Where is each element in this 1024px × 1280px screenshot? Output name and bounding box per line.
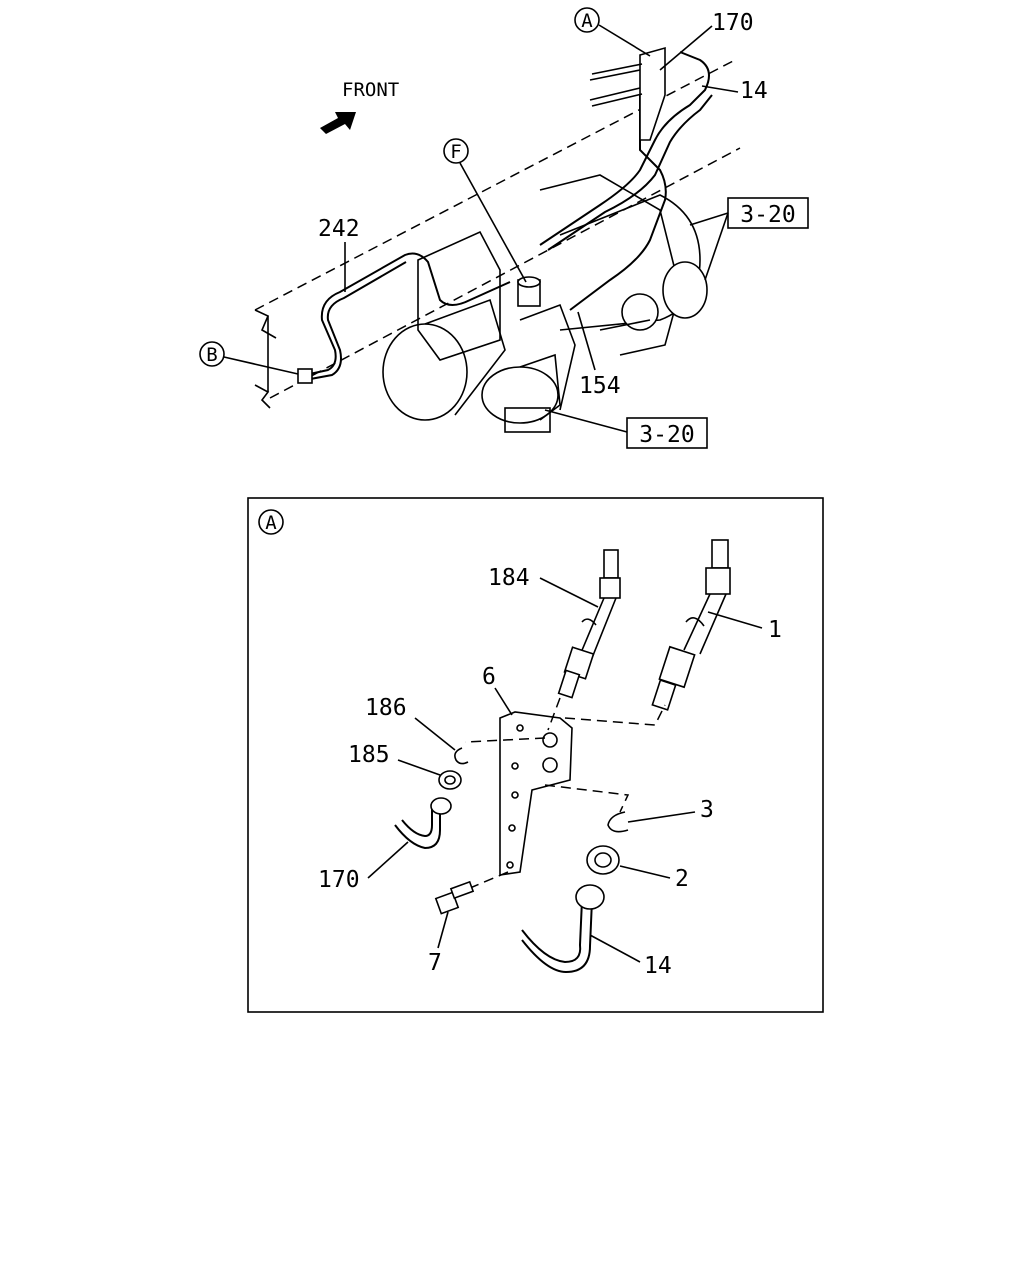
callout-184: 184 <box>488 565 530 591</box>
pipe-170-detail <box>394 810 441 850</box>
valve-cap <box>517 276 541 288</box>
callout-circle-f <box>443 138 469 164</box>
top-bracket-a <box>639 46 666 141</box>
callout-14-detail: 14 <box>644 953 672 979</box>
callout-f: F <box>450 141 461 163</box>
callout-6: 6 <box>482 664 496 690</box>
nut-2 <box>586 845 620 875</box>
callout-186: 186 <box>365 695 407 721</box>
mounting-brackets <box>417 174 681 411</box>
callout-154: 154 <box>579 373 621 399</box>
front-label: FRONT <box>342 79 399 101</box>
callout-170-detail: 170 <box>318 867 360 893</box>
detail-a-panel: A <box>247 497 824 1013</box>
pipe-170-top <box>569 95 667 311</box>
callout-3: 3 <box>700 797 714 823</box>
detail-a-title-circle <box>258 509 284 535</box>
callout-circle-a-top <box>574 7 600 33</box>
pipe-242 <box>304 252 511 376</box>
callout-circle-b <box>199 341 225 367</box>
pipe-14-top <box>539 51 710 246</box>
callout-b: B <box>206 344 217 366</box>
hose-1 <box>651 539 731 711</box>
ref-box-3-20-lower <box>626 417 708 449</box>
callout-185: 185 <box>348 742 390 768</box>
callout-a-top: A <box>581 10 593 32</box>
callout-170-top: 170 <box>712 10 754 36</box>
nut-185 <box>438 770 462 790</box>
clip-186 <box>454 747 469 765</box>
bracket-6 <box>499 711 573 876</box>
front-arrow <box>320 112 356 134</box>
top-assembly-drawing: FRONT A 170 14 F 242 B 154 3-20 3-20 <box>199 7 809 449</box>
clip-3 <box>607 811 629 833</box>
detail-a-frame <box>247 497 824 1013</box>
pipe-14-detail <box>521 899 583 964</box>
ref-3-20-lower: 3-20 <box>639 422 694 448</box>
bolt-7 <box>434 880 475 915</box>
callout-2: 2 <box>675 866 689 892</box>
callout-14-top: 14 <box>740 78 768 104</box>
hose-184 <box>557 549 621 699</box>
air-tank-right <box>559 194 708 331</box>
callout-242: 242 <box>318 216 360 242</box>
ref-3-20-upper: 3-20 <box>740 202 795 228</box>
callout-7: 7 <box>428 950 442 976</box>
fitting-b <box>297 368 313 384</box>
detail-a-title: A <box>265 512 277 534</box>
air-tank-left <box>382 298 561 433</box>
callout-1: 1 <box>768 617 782 643</box>
